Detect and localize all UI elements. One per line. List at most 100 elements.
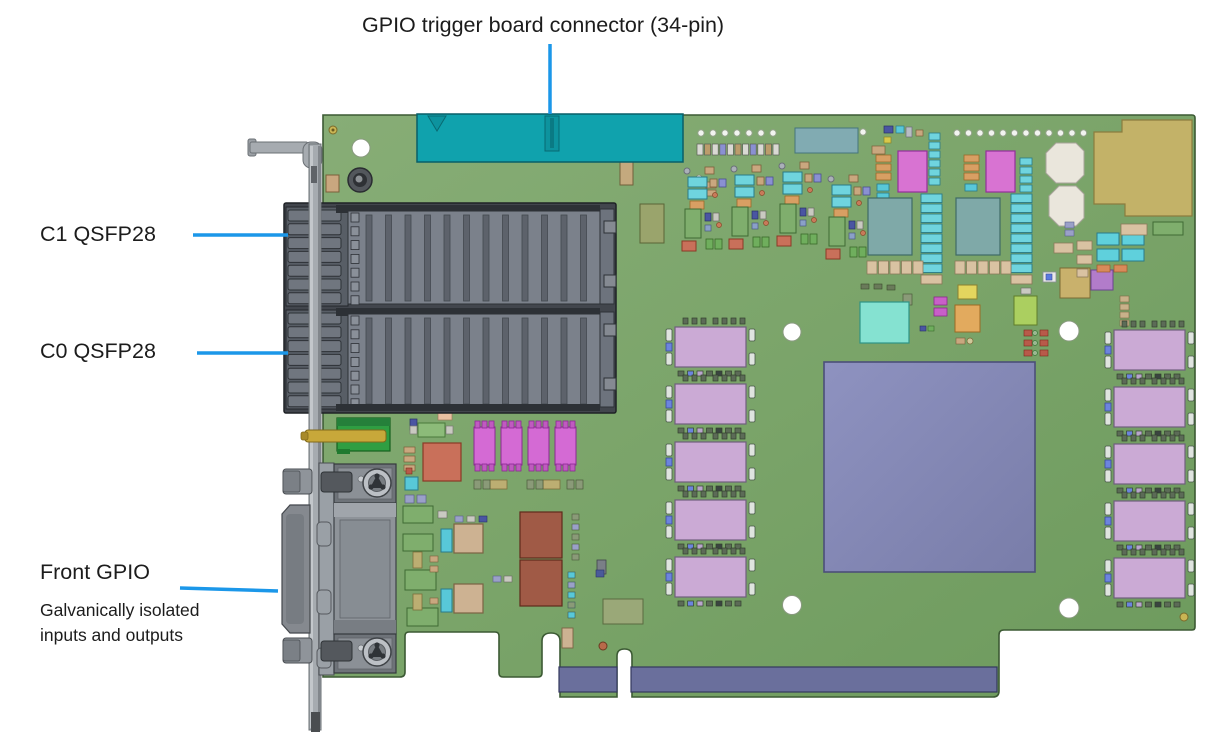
pcb-component <box>1130 434 1137 442</box>
pcb-component <box>1121 377 1128 385</box>
pcb-component <box>567 571 576 579</box>
memory-chip <box>674 326 747 368</box>
pcb-component <box>1033 129 1042 137</box>
pcb-component <box>712 192 718 198</box>
pcb-component <box>1130 320 1137 328</box>
pcb-component <box>704 143 711 156</box>
pcb-component <box>598 641 608 651</box>
pcb-component <box>566 479 575 490</box>
pcb-component <box>515 463 522 472</box>
pcb-component <box>848 232 856 240</box>
pcb-component <box>1039 339 1049 347</box>
pcb-component <box>1169 320 1176 328</box>
pcb-component <box>682 374 689 382</box>
pcb-component <box>782 171 803 183</box>
pcb-component <box>718 178 727 188</box>
pcb-component <box>320 640 353 662</box>
pcb-component <box>1104 573 1112 583</box>
pcb-component <box>989 260 1000 275</box>
memchip <box>1104 491 1195 551</box>
pcb-component <box>725 600 732 607</box>
qsfp-cage-c0 <box>285 308 617 410</box>
memchip <box>1104 434 1195 494</box>
qsfp-cage-c1 <box>285 205 617 307</box>
pcb-component <box>1121 434 1128 442</box>
pcb-component <box>374 642 380 648</box>
pcb-component <box>920 274 943 285</box>
pcb-component <box>561 627 574 649</box>
pcb-component <box>1119 295 1130 303</box>
pcb-component <box>858 246 867 258</box>
pcb-component <box>687 600 694 607</box>
pcb-component <box>1096 264 1111 273</box>
pcb-component <box>1064 221 1075 229</box>
pcb-component <box>963 163 980 172</box>
pcb-component <box>1119 303 1130 311</box>
pcb-component <box>542 463 549 472</box>
pcb-component <box>955 337 966 345</box>
pcb-component <box>873 283 883 290</box>
pcb-component <box>1104 445 1112 459</box>
pcb-component <box>920 263 943 273</box>
pcb-component <box>567 591 576 599</box>
pcb-component <box>734 370 742 377</box>
memory-chip <box>674 499 747 541</box>
memory-chip <box>1113 443 1186 485</box>
pcb-component <box>443 317 451 405</box>
pcb-component <box>765 176 774 186</box>
ic-chip <box>897 150 928 193</box>
pcb-component <box>453 523 484 554</box>
pcb-component <box>331 128 335 132</box>
pcb-component <box>350 384 360 395</box>
pcb-component <box>502 317 509 405</box>
pcb-component <box>350 267 360 278</box>
pcb-component <box>739 432 746 440</box>
pcb-component <box>1010 129 1019 137</box>
pcb-component <box>515 420 522 429</box>
pcb-component <box>742 143 749 156</box>
pcb-component <box>739 374 746 382</box>
pcb-component <box>715 427 723 434</box>
pcb-component <box>804 173 813 183</box>
pcb-component <box>706 370 713 377</box>
pcb-component <box>811 217 817 223</box>
pcb-component <box>481 420 488 429</box>
pcb-component <box>1145 544 1152 551</box>
pcb-component <box>728 238 744 250</box>
pcb-component <box>350 315 360 326</box>
pcb-component <box>1121 491 1128 499</box>
pcb-component <box>748 467 756 481</box>
pcb-component <box>700 374 707 382</box>
pcb-component <box>920 223 943 233</box>
pcb-component <box>665 409 673 423</box>
fpga-chip <box>823 361 1036 573</box>
pcb-component <box>928 141 941 150</box>
pcb-component <box>794 127 859 154</box>
pcb-component <box>1045 273 1053 281</box>
pcb-component <box>763 220 769 226</box>
pcb-component <box>1130 548 1137 556</box>
pcb-component <box>1039 349 1049 357</box>
pcb-component <box>689 200 705 210</box>
pcb-component <box>489 479 508 490</box>
pcb-component <box>1121 248 1145 262</box>
pcb-component <box>682 490 689 498</box>
pcb-component <box>1178 491 1185 499</box>
pcb-component <box>825 248 841 260</box>
thermal-pad <box>1045 142 1085 184</box>
pcb-component <box>721 129 729 137</box>
pcb-component <box>721 432 728 440</box>
pcb-component <box>1010 233 1033 243</box>
pcb-component <box>1130 377 1137 385</box>
pcb-component <box>1187 445 1195 459</box>
pcb-component <box>603 323 617 337</box>
inductor <box>527 420 550 472</box>
pcb-component <box>696 600 704 607</box>
pcb-component <box>1154 544 1162 551</box>
pcb-component <box>895 125 905 134</box>
pcb-component <box>355 175 363 183</box>
pcb-component <box>957 284 978 300</box>
pcb-component <box>350 253 360 264</box>
pcb-component <box>772 143 780 156</box>
